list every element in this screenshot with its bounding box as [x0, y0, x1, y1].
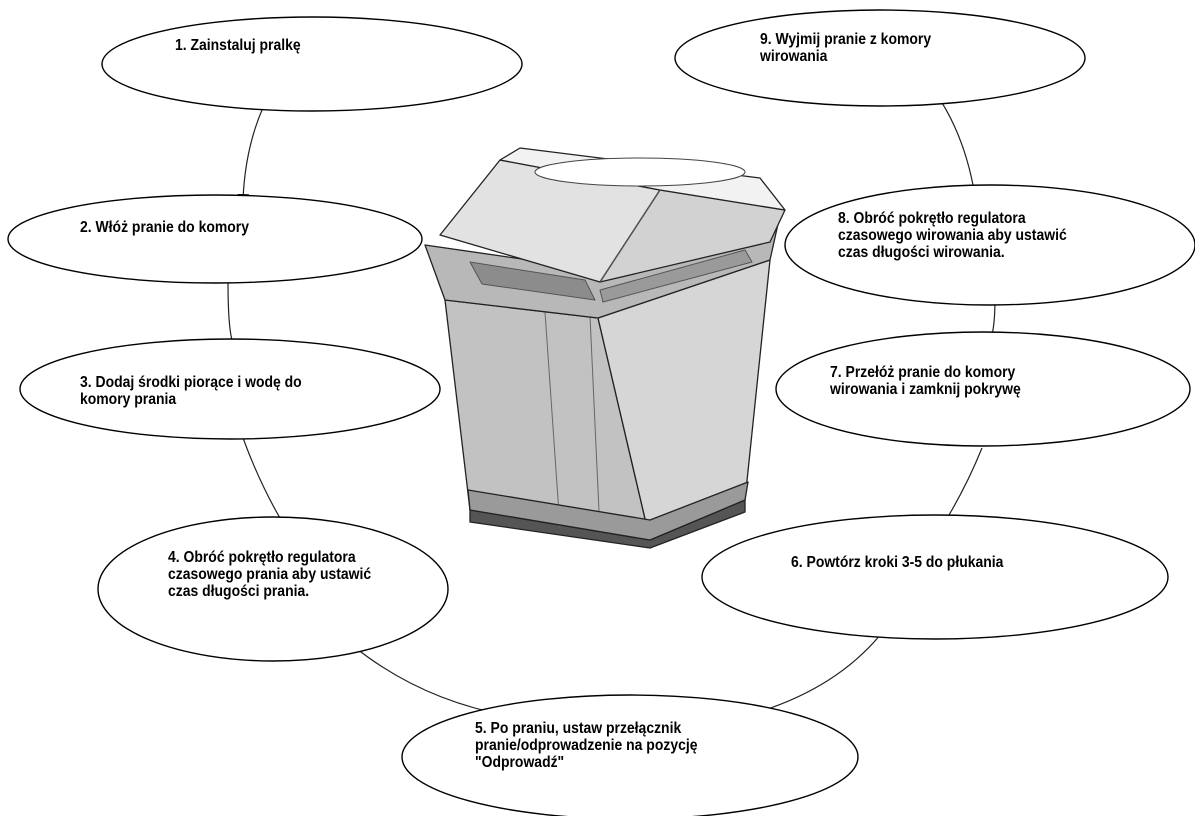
step-7-label: 7. Przełóż pranie do komory wirowania i …	[830, 364, 1021, 398]
step-6-label: 6. Powtórz kroki 3-5 do płukania	[791, 554, 1004, 571]
step-ellipse-6	[701, 514, 1169, 640]
connector-8-9	[931, 87, 976, 197]
connector-1-2	[237, 109, 263, 206]
step-1-label: 1. Zainstaluj pralkę	[175, 37, 301, 54]
step-ellipse-9	[674, 9, 1086, 107]
step-ellipse-8	[784, 184, 1195, 306]
step-4-label: 4. Obróć pokrętło regulatora czasowego p…	[168, 549, 372, 600]
step-5-label: 5. Po praniu, ustaw przełącznik pranie/o…	[475, 720, 698, 771]
step-ellipse-3	[19, 338, 441, 440]
connector-5-6	[744, 624, 889, 717]
connector-2-3	[227, 281, 233, 341]
connector-4-5	[351, 644, 511, 717]
washing-machine-illustration	[424, 147, 786, 549]
step-ellipse-1	[101, 16, 523, 112]
step-ellipses	[7, 9, 1195, 816]
step-8-label: 8. Obróć pokrętło regulatora czasowego w…	[838, 210, 1067, 261]
step-3-label: 3. Dodaj środki piorące i wodę do komory…	[80, 374, 302, 408]
step-ellipse-4	[97, 516, 449, 662]
step-ellipse-7	[775, 331, 1191, 447]
step-9-label: 9. Wyjmij pranie z komory wirowania	[760, 31, 932, 65]
step-2-label: 2. Włóż pranie do komory	[80, 219, 249, 236]
step-ellipse-2	[7, 194, 423, 284]
step-ellipse-5	[401, 694, 859, 816]
